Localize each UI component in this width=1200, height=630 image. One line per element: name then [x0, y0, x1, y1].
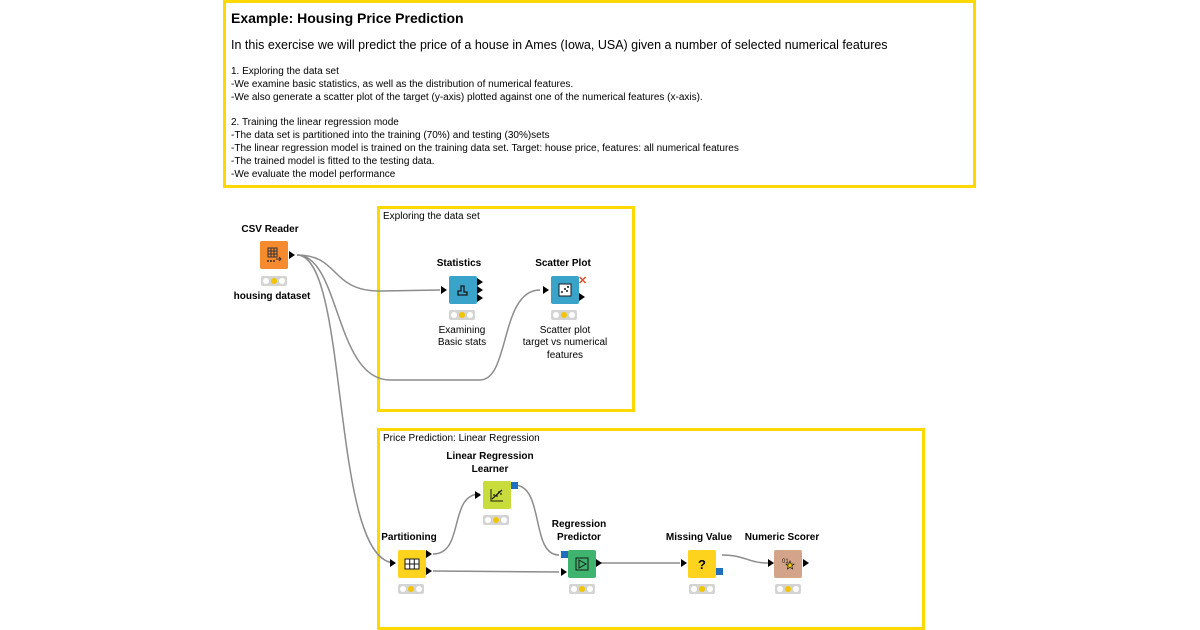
description-line: -We also generate a scatter plot of the …: [231, 91, 703, 103]
exploring-annotation-label: Exploring the data set: [383, 211, 480, 222]
connection-csv-statistics[interactable]: [296, 254, 441, 292]
description-line: -The linear regression model is trained …: [231, 142, 739, 154]
numeric-scorer-status: [775, 584, 801, 594]
csv-reader-status: [261, 276, 287, 286]
connection-csv-scatter-plot[interactable]: [296, 254, 541, 381]
statistics-output-port[interactable]: [477, 294, 483, 302]
svg-text:01: 01: [782, 559, 789, 565]
partitioning-input-port[interactable]: [390, 559, 396, 567]
statistics-input-port[interactable]: [441, 286, 447, 294]
numeric-scorer-node[interactable]: 01: [774, 550, 802, 578]
workflow-description-annotation: Example: Housing Price Prediction In thi…: [223, 0, 976, 188]
scatter-plot-input-port[interactable]: [543, 286, 549, 294]
csv-reader-output-port[interactable]: [289, 251, 295, 259]
linear-regression-learner-icon: [490, 489, 503, 502]
description-line: -We evaluate the model performance: [231, 168, 396, 180]
lr-learner-title-line: Learner: [471, 464, 509, 475]
lr-learner-model-port[interactable]: [511, 482, 518, 489]
scatter-plot-status: [551, 310, 577, 320]
connection-missing-value-scorer[interactable]: [721, 554, 769, 564]
scatter-plot-icon: [558, 283, 572, 297]
statistics-subtitle-line: Examining: [438, 325, 486, 336]
lr-learner-input-port[interactable]: [475, 491, 481, 499]
missing-value-model-port[interactable]: [716, 568, 723, 575]
connection-partitioning-predictor[interactable]: [432, 570, 560, 573]
regression-predictor-icon: [575, 557, 589, 571]
predictor-data-input-port[interactable]: [561, 568, 567, 576]
lr-learner-status: [483, 515, 509, 525]
statistics-title: Statistics: [436, 258, 482, 269]
numeric-scorer-output-port[interactable]: [803, 559, 809, 567]
predictor-title-line: Predictor: [557, 532, 601, 543]
connection-learner-predictor[interactable]: [513, 484, 560, 556]
lr-learner-node[interactable]: [483, 481, 511, 509]
predictor-status: [569, 584, 595, 594]
partitioning-node[interactable]: [398, 550, 426, 578]
partitioning-output-port[interactable]: [426, 567, 432, 575]
exploring-annotation-box[interactable]: Exploring the data set: [377, 206, 635, 412]
description-line: -The trained model is fitted to the test…: [231, 155, 435, 167]
scatter-plot-subtitle-line: features: [546, 350, 584, 361]
partitioning-status: [398, 584, 424, 594]
predictor-title-line: Regression: [551, 519, 607, 530]
partitioning-output-port[interactable]: [426, 550, 432, 558]
missing-value-input-port[interactable]: [681, 559, 687, 567]
csv-reader-node[interactable]: [260, 241, 288, 269]
statistics-icon: [457, 285, 468, 296]
missing-value-title: Missing Value: [665, 532, 733, 543]
prediction-annotation-box[interactable]: Price Prediction: Linear Regression: [377, 428, 925, 630]
connection-csv-partitioning[interactable]: [296, 254, 396, 564]
prediction-annotation-label: Price Prediction: Linear Regression: [383, 433, 540, 444]
description-intro: In this exercise we will predict the pri…: [231, 38, 888, 52]
statistics-output-port[interactable]: [477, 278, 483, 286]
connection-partitioning-learner[interactable]: [432, 493, 481, 555]
lr-learner-title-line: Linear Regression: [446, 451, 534, 462]
numeric-scorer-icon: 01: [782, 559, 795, 570]
statistics-output-port[interactable]: [477, 286, 483, 294]
predictor-output-port[interactable]: [596, 559, 602, 567]
scatter-plot-subtitle-line: target vs numerical: [522, 337, 608, 348]
statistics-node[interactable]: [449, 276, 477, 304]
csv-reader-title: CSV Reader: [241, 224, 299, 235]
predictor-model-input-port[interactable]: [561, 551, 568, 558]
statistics-status: [449, 310, 475, 320]
scatter-plot-node[interactable]: [551, 276, 579, 304]
description-line: 1. Exploring the data set: [231, 66, 339, 77]
view-node-close-icon: ✕: [578, 275, 588, 287]
missing-value-node[interactable]: ?: [688, 550, 716, 578]
numeric-scorer-title: Numeric Scorer: [744, 532, 820, 543]
description-title: Example: Housing Price Prediction: [231, 10, 464, 26]
csv-reader-icon: [267, 247, 282, 262]
scatter-plot-subtitle-line: Scatter plot: [539, 325, 591, 336]
description-line: -We examine basic statistics, as well as…: [231, 78, 574, 90]
partitioning-title: Partitioning: [381, 532, 437, 543]
numeric-scorer-input-port[interactable]: [768, 559, 774, 567]
description-line: 2. Training the linear regression mode: [231, 117, 399, 129]
scatter-plot-output-port[interactable]: [579, 293, 585, 301]
missing-value-icon: ?: [698, 556, 706, 572]
scatter-plot-title: Scatter Plot: [535, 258, 591, 269]
statistics-subtitle-line: Basic stats: [437, 337, 487, 348]
missing-value-status: [689, 584, 715, 594]
csv-reader-subtitle: housing dataset: [233, 291, 311, 302]
description-line: -The data set is partitioned into the tr…: [231, 130, 550, 142]
predictor-node[interactable]: [568, 550, 596, 578]
partitioning-icon: [404, 558, 420, 570]
